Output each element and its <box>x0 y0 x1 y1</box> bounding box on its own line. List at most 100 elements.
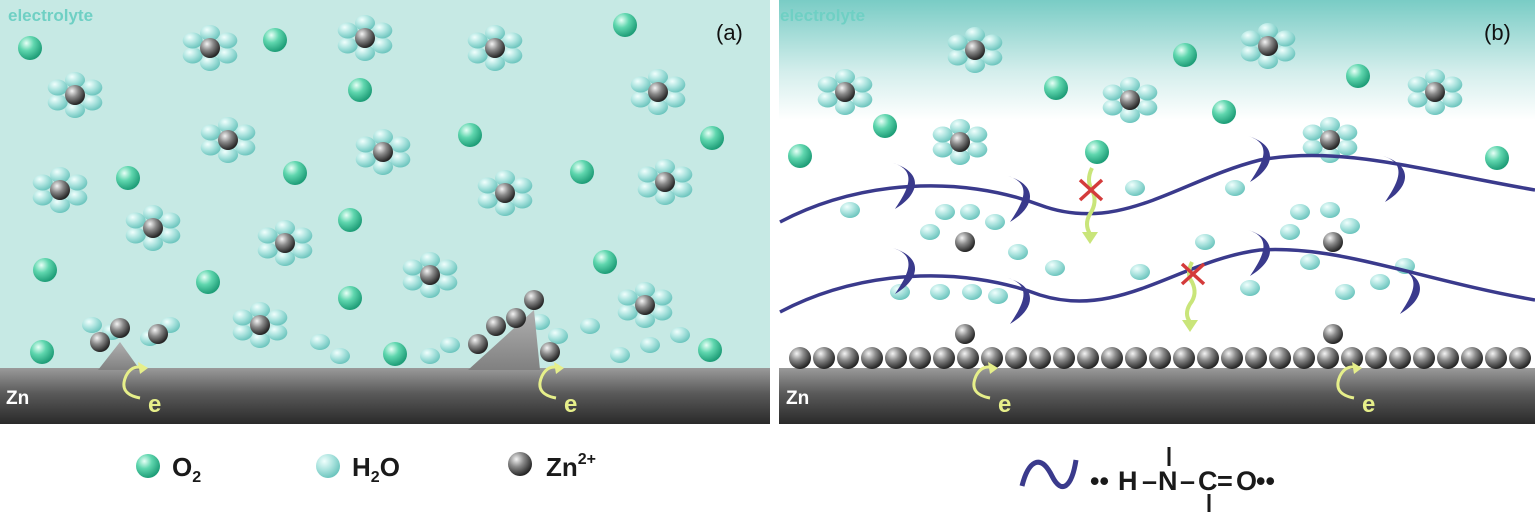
oxygen-molecule <box>383 342 407 366</box>
water-molecule <box>630 91 651 108</box>
panel-a: electrolyte (a) Zn e e <box>0 0 770 424</box>
water-molecule <box>665 91 686 108</box>
water-molecule <box>580 318 600 334</box>
water-molecule <box>947 34 968 51</box>
water-molecule <box>985 214 1005 230</box>
panel-b: electrolyte (b) Zn e e <box>779 0 1535 424</box>
water-molecule <box>355 151 376 168</box>
water-molecule <box>1442 76 1463 93</box>
deposited-zinc-atom <box>885 347 907 369</box>
deposited-zinc-atom <box>1101 347 1123 369</box>
deposited-zinc-atom <box>1293 347 1315 369</box>
water-molecule <box>1102 84 1123 101</box>
zinc-ion <box>148 324 168 344</box>
water-molecule <box>548 328 568 344</box>
oxygen-molecule <box>593 250 617 274</box>
deposited-zinc-atom <box>1149 347 1171 369</box>
oxygen-molecule <box>263 28 287 52</box>
hydrated-zinc-ion <box>637 159 693 205</box>
electron-arrowhead-icon <box>138 362 148 374</box>
water-molecule <box>852 91 873 108</box>
water-molecule <box>65 72 85 88</box>
legend-item-polymer: •• H – N – C = O •• <box>1019 447 1275 512</box>
hydrated-zinc-ion <box>817 69 873 115</box>
water-molecule <box>467 32 488 49</box>
deposited-zinc-atom <box>1029 347 1051 369</box>
water-molecule <box>160 212 181 229</box>
zinc-ion <box>635 295 655 315</box>
zinc-ion <box>485 38 505 58</box>
zinc-ion <box>486 316 506 336</box>
oxygen-molecule <box>788 144 812 168</box>
water-molecule <box>1275 30 1296 47</box>
deposited-zinc-atom <box>813 347 835 369</box>
zinc-ion <box>1320 130 1340 150</box>
water-molecule <box>1407 76 1428 93</box>
zinc-ion <box>506 308 526 328</box>
zinc-ion <box>420 265 440 285</box>
water-molecule <box>257 242 278 259</box>
water-molecule <box>1275 45 1296 62</box>
blocked-x-icon <box>1180 262 1206 286</box>
electron-curl-icon <box>972 365 995 400</box>
zinc-ion <box>218 130 238 150</box>
water-molecule <box>82 79 103 96</box>
deposited-zinc-atom <box>1485 347 1507 369</box>
hydrated-zinc-ion <box>337 15 393 61</box>
hydrated-zinc-ion <box>257 220 313 266</box>
hydrated-zinc-ion <box>355 129 411 175</box>
zinc-ion-sphere-icon <box>508 452 532 476</box>
water-molecule <box>652 289 673 306</box>
water-molecule <box>652 304 673 321</box>
water-molecule <box>437 259 458 276</box>
oxygen-molecule <box>33 258 57 282</box>
amide-hook <box>1398 268 1421 314</box>
water-molecule <box>1258 53 1278 69</box>
electron-label-b1: e <box>998 391 1011 418</box>
legend-item-h2o: H2O <box>316 452 400 486</box>
arrowhead-icon <box>1082 232 1098 244</box>
water-molecule <box>967 126 988 143</box>
oxygen-molecule <box>338 208 362 232</box>
water-molecule <box>512 192 533 209</box>
oxygen-molecule <box>613 13 637 37</box>
deposited-zinc-atom <box>861 347 883 369</box>
hydrated-zinc-ion <box>1407 69 1463 115</box>
water-molecule <box>1300 254 1320 270</box>
legend: O2 H2O Zn2+ •• H – N – C = O •• <box>136 447 1275 512</box>
electron-arrow-b2: e <box>1336 362 1375 418</box>
water-molecule <box>655 189 675 205</box>
hydrated-zinc-ion <box>47 72 103 118</box>
amide-hooks <box>893 136 1421 324</box>
water-molecule <box>125 227 146 244</box>
zn-label-b: Zn <box>786 388 809 409</box>
water-molecule <box>337 22 358 39</box>
electron-arrow-a1: e <box>122 362 161 418</box>
blocked-x-icon <box>1078 178 1104 202</box>
water-molecule <box>32 189 53 206</box>
water-molecule <box>50 197 70 213</box>
water-molecule <box>275 220 295 236</box>
blocked-path-2 <box>1180 261 1206 332</box>
water-molecule <box>920 224 940 240</box>
water-molecule <box>485 55 505 71</box>
zn-label-a: Zn <box>6 388 29 409</box>
zinc-ion <box>1323 324 1343 344</box>
water-molecule <box>292 227 313 244</box>
deposited-zinc-atom <box>1317 347 1339 369</box>
oxygen-molecule <box>700 126 724 150</box>
water-molecule <box>890 284 910 300</box>
water-molecule <box>437 274 458 291</box>
hydrated-zinc-ion <box>32 167 88 213</box>
water-molecule <box>477 177 498 194</box>
amide-hook <box>1383 156 1406 202</box>
water-molecule <box>932 141 953 158</box>
hydrated-zinc-ion <box>932 119 988 165</box>
oxygen-molecule <box>30 340 54 364</box>
water-molecule <box>355 15 375 31</box>
legend-label-zn2: Zn2+ <box>546 451 596 482</box>
water-molecule <box>950 149 970 165</box>
deposited-zinc-atom <box>1509 347 1531 369</box>
formula-dash-2: – <box>1180 466 1195 496</box>
